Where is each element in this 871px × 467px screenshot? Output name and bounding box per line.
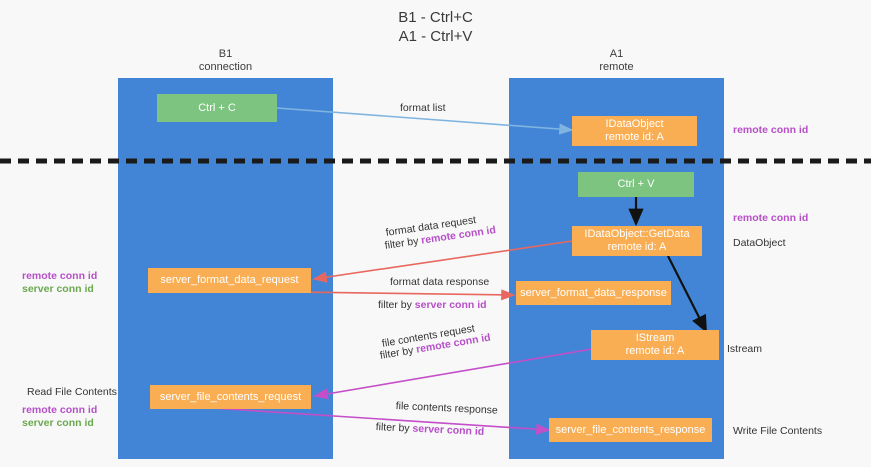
annotation-right-dataobject: DataObject [733,237,786,249]
filter-prefix: filter by [378,299,415,311]
annotation-right-remote-conn-id-top: remote conn id [733,124,809,136]
annotation-right-istream: Istream [727,343,763,355]
edge-label-format-list: format list [400,102,446,114]
node-idataobject-getdata[interactable]: IDataObject::GetData remote id: A [572,226,702,256]
node-istream-sublabel: remote id: A [625,345,685,357]
edge-label-format-data-response: format data response [390,276,490,288]
edge-label-format-data-response-filter: filter by server conn id [378,299,487,312]
node-idataobject-top[interactable]: IDataObject remote id: A [572,116,697,146]
node-ctrl-c-label: Ctrl + C [198,101,236,114]
annotation-left-remote-conn-id-2: remote conn id [22,404,98,416]
node-server-format-data-request-label: server_format_data_request [160,274,299,286]
node-server-file-contents-request-label: server_file_contents_request [159,390,302,403]
annotation-left-remote-conn-id: remote conn id [22,270,98,282]
node-ctrl-v[interactable]: Ctrl + V [578,172,694,197]
node-istream-label: IStream [635,332,675,344]
node-idataobject-top-label: IDataObject [605,118,664,130]
node-server-file-contents-response[interactable]: server_file_contents_response [549,418,712,442]
node-server-format-data-response[interactable]: server_format_data_response [516,281,671,305]
annotation-left-read-file-contents: Read File Contents [27,386,117,398]
annotation-right-remote-conn-id-mid: remote conn id [733,212,809,224]
lane-title-a1: A1 remote [599,48,634,73]
annotation-left-server-conn-id-2: server conn id [22,417,94,429]
diagram-title: B1 - Ctrl+C A1 - Ctrl+V [398,9,473,45]
node-getdata-label: IDataObject::GetData [584,228,690,240]
lane-title-b1: B1 connection [198,48,253,73]
filter-prefix: filter by [375,421,413,435]
edge-label-file-contents-response: file contents response [395,400,498,418]
node-server-file-contents-response-label: server_file_contents_response [555,423,706,436]
node-getdata-sublabel: remote id: A [607,241,667,253]
node-server-format-data-request[interactable]: server_format_data_request [148,268,311,293]
annotation-left-server-conn-id: server conn id [22,283,94,295]
filter-key-server-conn-id: server conn id [412,422,485,438]
filter-key-server-conn-id: server conn id [414,299,487,311]
node-server-file-contents-request[interactable]: server_file_contents_request [150,385,311,409]
edge-label-file-contents-response-filter: filter by server conn id [375,421,484,439]
node-idataobject-top-sublabel: remote id: A [605,131,664,143]
node-istream[interactable]: IStream remote id: A [591,330,719,360]
node-ctrl-c[interactable]: Ctrl + C [157,94,277,122]
edge-label-file-contents-response-text: file contents response [395,400,499,417]
node-server-format-data-response-label: server_format_data_response [520,286,667,299]
node-ctrl-v-label: Ctrl + V [617,178,655,190]
annotation-right-write-file-contents: Write File Contents [733,425,823,437]
